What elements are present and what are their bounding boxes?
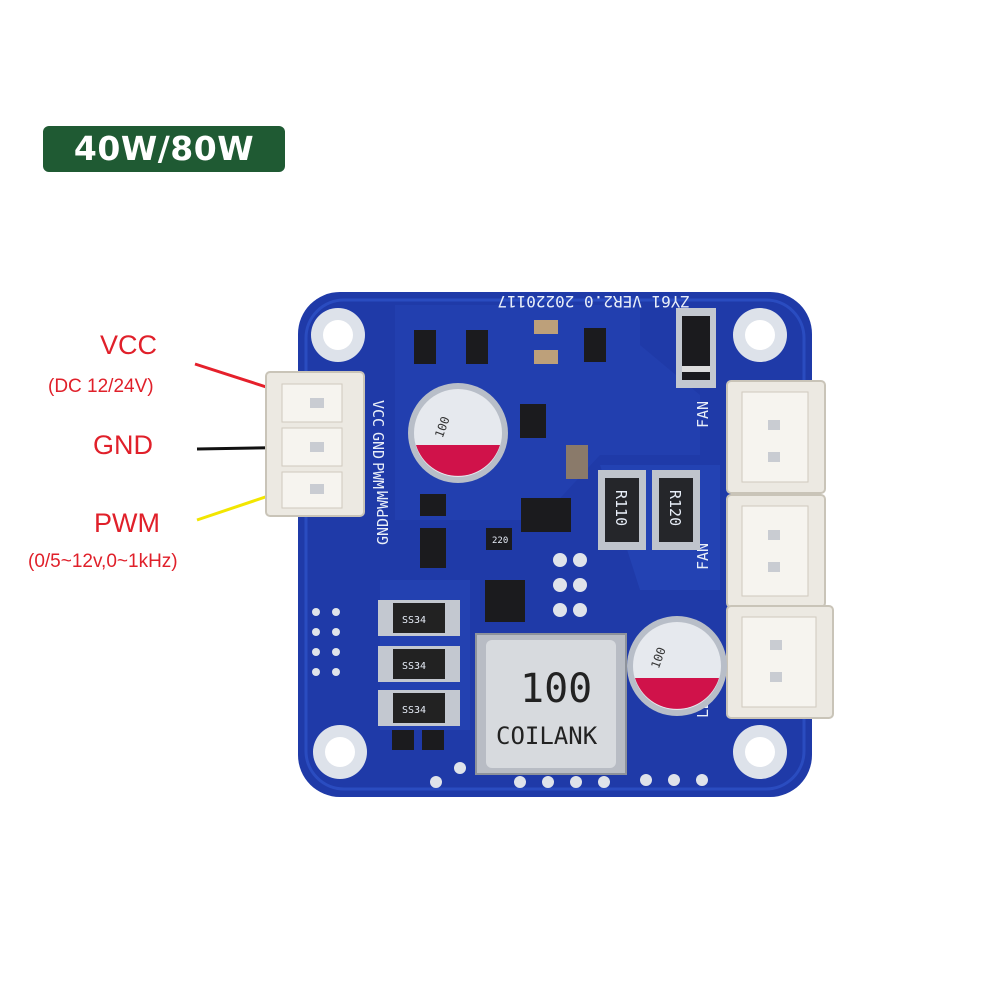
vcc-label: VCC — [100, 330, 158, 360]
vcc-spec-label: (DC 12/24V) — [48, 376, 154, 397]
shunt-resistor-1: R110 — [598, 470, 646, 550]
gnd-label: GND — [93, 430, 153, 460]
silk-vcc: VCC — [369, 400, 387, 427]
svg-text:R110: R110 — [612, 490, 630, 526]
svg-text:SS34: SS34 — [402, 661, 426, 672]
svg-text:SS34: SS34 — [402, 615, 426, 626]
svg-text:R120: R120 — [666, 490, 684, 526]
silk-pwm: PWM — [369, 462, 387, 489]
silk-fan-1: FAN — [694, 401, 712, 428]
electrolytic-capacitor-2: 100 — [627, 616, 727, 716]
power-rating-badge: 40W/80W — [43, 126, 285, 172]
pwm-spec-label: (0/5~12v,0~1kHz) — [28, 551, 178, 572]
cap2-value: 100 — [648, 645, 669, 670]
diode-ss34: SS34 — [378, 646, 460, 682]
mounting-hole — [313, 725, 367, 779]
silk-version-text: ZY61 VER2.0 20220117 — [497, 292, 690, 311]
mounting-hole — [733, 725, 787, 779]
diode-ss34: SS34 — [378, 690, 460, 726]
pwm-label: PWM — [94, 508, 160, 538]
inductor-value: 100 — [520, 666, 592, 712]
inductor-brand: COILANK — [496, 722, 598, 750]
diode-ss34: SS34 — [378, 600, 460, 636]
cap1-value: 100 — [432, 415, 453, 440]
ic-220-marking: 220 — [492, 536, 508, 546]
fan-connector-1 — [726, 380, 826, 494]
mounting-hole — [311, 308, 365, 362]
fan-connector-2 — [726, 494, 826, 608]
silk-gndpwm: GNDPWM — [374, 491, 392, 545]
power-inductor: 100 COILANK — [475, 633, 627, 775]
shunt-resistor-2: R120 — [652, 470, 700, 550]
laser-connector — [726, 605, 834, 719]
silk-gnd: GND — [369, 432, 387, 459]
mounting-hole — [733, 308, 787, 362]
svg-text:SS34: SS34 — [402, 705, 426, 716]
input-connector — [265, 371, 365, 517]
electrolytic-capacitor-1: 100 — [408, 383, 508, 483]
